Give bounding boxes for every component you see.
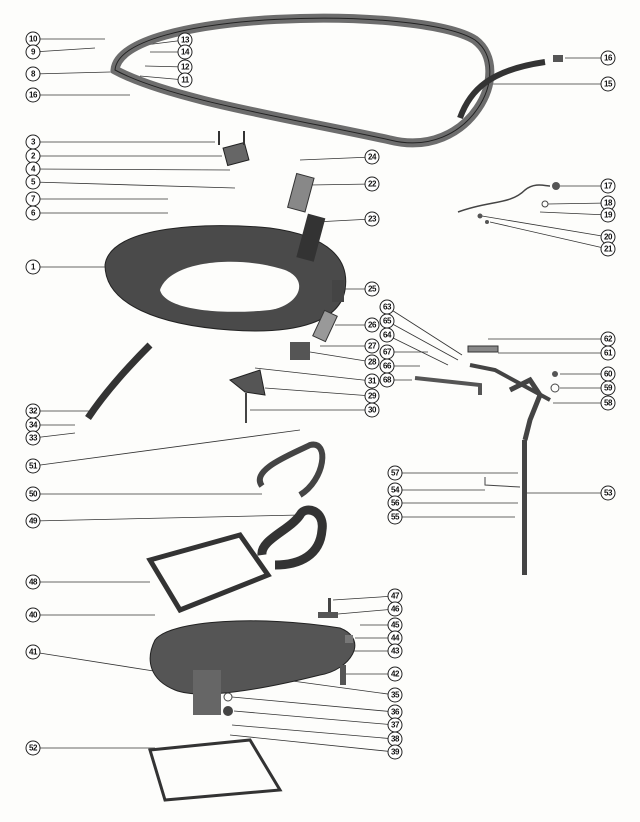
callout-30: 30 [364,402,380,418]
callout-19: 19 [600,207,616,223]
leader-line [32,47,96,53]
callout-16: 16 [600,50,616,66]
callout-43: 43 [387,643,403,659]
leader-line [264,387,373,397]
callout-67: 67 [379,344,395,360]
leader-line [231,724,396,740]
callout-59: 59 [600,380,616,396]
leader-line [32,429,301,467]
callout-52: 52 [25,740,41,756]
callout-1: 1 [25,259,41,275]
seal-51-50 [256,441,326,498]
callout-48: 48 [25,574,41,590]
callout-15: 15 [600,76,616,92]
hose-clip [553,55,563,62]
callout-40: 40 [25,607,41,623]
callout-5: 5 [25,174,41,190]
fuel-line [85,342,153,420]
callout-62: 62 [600,331,616,347]
callout-49: 49 [25,513,41,529]
callout-6: 6 [25,205,41,221]
callout-7: 7 [25,191,41,207]
callout-17: 17 [600,178,616,194]
callout-60: 60 [600,366,616,382]
gasket-48 [146,532,272,614]
callout-25: 25 [364,281,380,297]
leader-line [489,221,609,250]
leader-line [231,696,396,713]
callout-37: 37 [387,717,403,733]
callout-64: 64 [379,327,395,343]
callout-26: 26 [364,317,380,333]
callout-57: 57 [387,465,403,481]
hose [457,59,546,120]
gasket-52 [148,738,283,802]
leader-line [254,367,373,382]
leader-line [309,183,373,186]
leader-line [229,734,396,753]
seal-49 [257,505,327,570]
callout-61: 61 [600,345,616,361]
leader-line [309,351,373,363]
leader-line [386,334,449,366]
shift-rod [522,440,527,575]
callout-58: 58 [600,395,616,411]
leader-line [337,608,396,615]
callout-41: 41 [25,644,41,660]
leader-line [32,71,111,75]
callout-23: 23 [364,211,380,227]
leader-line [539,211,609,216]
callout-2: 2 [25,148,41,164]
callout-24: 24 [364,149,380,165]
callout-20: 20 [600,229,616,245]
callout-63: 63 [379,299,395,315]
leader-line [547,202,609,205]
cowl-seal [110,13,495,148]
callout-14: 14 [177,44,193,60]
callout-11: 11 [177,72,193,88]
leader-line [332,595,396,601]
leader-line [32,168,231,171]
callout-66: 66 [379,358,395,374]
bottom-cowl-pan [104,225,347,332]
callout-65: 65 [379,313,395,329]
exhaust-plate [149,620,356,715]
callout-9: 9 [25,44,41,60]
callout-53: 53 [600,485,616,501]
callout-68: 68 [379,372,395,388]
callout-3: 3 [25,134,41,150]
callout-16: 16 [25,87,41,103]
callout-27: 27 [364,338,380,354]
callout-50: 50 [25,486,41,502]
leader-line [284,679,396,696]
leader-line [299,156,373,161]
leader-line [32,181,236,189]
leader-line [32,514,301,522]
leader-lines [32,38,609,753]
leader-line [386,306,463,356]
callout-29: 29 [364,388,380,404]
callout-35: 35 [387,687,403,703]
callout-32: 32 [25,403,41,419]
callout-33: 33 [25,430,41,446]
callout-56: 56 [387,495,403,511]
leader-line [481,215,609,238]
leader-line [32,651,161,673]
callout-21: 21 [600,241,616,257]
callout-8: 8 [25,66,41,82]
callout-46: 46 [387,601,403,617]
callout-51: 51 [25,458,41,474]
leader-line [233,710,396,726]
lever [469,363,551,402]
wire-lead [457,184,551,213]
callout-28: 28 [364,354,380,370]
callout-55: 55 [387,509,403,525]
callout-42: 42 [387,666,403,682]
callout-22: 22 [364,176,380,192]
callout-31: 31 [364,373,380,389]
callout-44: 44 [387,630,403,646]
leader-line [386,320,459,361]
callout-39: 39 [387,744,403,760]
